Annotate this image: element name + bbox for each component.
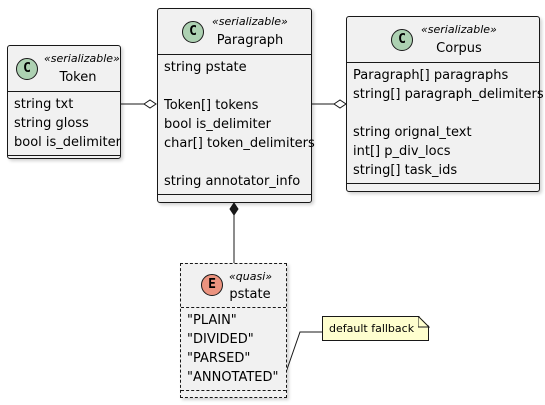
field-row: char[] token_delimiters	[164, 136, 315, 151]
field-row: string annotator_info	[164, 174, 301, 189]
aggregation-diamond-corpus	[333, 99, 347, 109]
field-row	[353, 104, 533, 123]
class-paragraph: C «serializable» Paragraph string pstate…	[157, 8, 315, 203]
enum-value-row: "PLAIN"	[187, 313, 237, 328]
class-header: C «serializable» Paragraph	[158, 9, 311, 55]
method-section	[8, 156, 120, 164]
enum-value-row: "ANNOTATED"	[187, 370, 279, 385]
enum-value-row: "PARSED"	[187, 351, 251, 366]
class-header: C «serializable» Token	[8, 46, 120, 92]
field-row: string pstate	[164, 60, 247, 75]
field-row: int[] p_div_locs	[353, 144, 451, 159]
class-name: Token	[59, 70, 97, 85]
field-row: string[] task_ids	[353, 163, 458, 178]
field-row: bool is_delimiter	[164, 117, 271, 132]
enum-badge-icon: E	[201, 274, 223, 296]
enum-pstate: E «quasi» pstate "PLAIN" "DIVIDED" "PARS…	[180, 263, 287, 398]
class-corpus: C «serializable» Corpus Paragraph[] para…	[346, 16, 544, 192]
method-section	[347, 184, 539, 192]
field-section: Paragraph[] paragraphs string[] paragrap…	[347, 63, 544, 184]
field-section: string txt string gloss bool is_delimite…	[8, 92, 121, 156]
class-name: pstate	[229, 287, 271, 302]
field-section: string pstate Token[] tokens bool is_del…	[158, 55, 315, 195]
stereotype-label: «serializable»	[44, 52, 120, 65]
class-badge-icon: C	[182, 21, 204, 43]
field-row: string orignal_text	[353, 125, 472, 140]
composition-diamond	[229, 202, 239, 216]
class-name: Corpus	[436, 41, 482, 56]
field-row	[164, 77, 305, 96]
method-section	[158, 195, 311, 203]
class-token: C «serializable» Token string txt string…	[7, 45, 121, 159]
class-name: Paragraph	[216, 33, 284, 48]
enum-values-section: "PLAIN" "DIVIDED" "PARSED" "ANNOTATED"	[181, 308, 286, 391]
note-text: default fallback	[329, 322, 415, 335]
aggregation-diamond-paragraph	[143, 99, 157, 109]
class-badge-icon: C	[391, 29, 413, 51]
note: default fallback	[322, 316, 429, 341]
class-badge-icon: C	[16, 58, 38, 80]
note-connector	[283, 331, 322, 379]
field-row: string txt	[14, 97, 74, 112]
enum-value-row: "DIVIDED"	[187, 332, 254, 347]
note-fold-icon	[418, 316, 430, 328]
class-header: C «serializable» Corpus	[347, 17, 539, 63]
stereotype-label: «serializable»	[421, 23, 497, 36]
stereotype-label: «serializable»	[212, 15, 288, 28]
field-row: Token[] tokens	[164, 98, 259, 113]
class-header: E «quasi» pstate	[181, 264, 286, 308]
stereotype-label: «quasi»	[229, 270, 273, 283]
field-row	[164, 153, 305, 172]
field-row: string gloss	[14, 116, 89, 131]
field-row: Paragraph[] paragraphs	[353, 68, 509, 83]
field-row: string[] paragraph_delimiters	[353, 87, 544, 102]
field-row: bool is_delimiter	[14, 135, 121, 150]
